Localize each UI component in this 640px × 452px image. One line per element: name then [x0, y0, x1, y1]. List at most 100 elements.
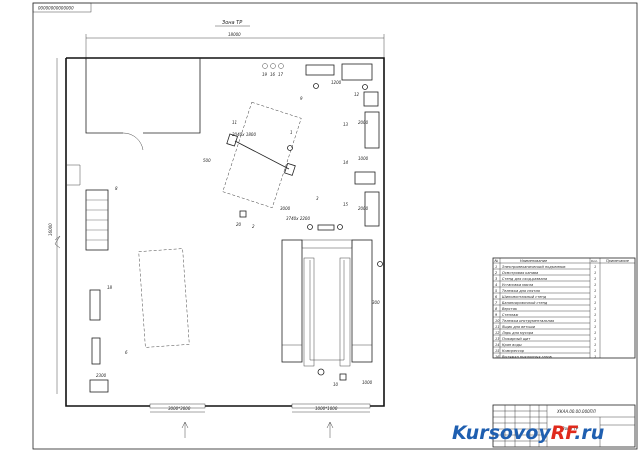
drain-marker — [317, 368, 325, 376]
table-cell-name: Балансировочный стенд — [502, 301, 548, 305]
table-cell-qty: 1 — [594, 307, 596, 311]
table-header-note: Примечание — [606, 259, 629, 263]
table-cell-name: Стеллаж — [502, 313, 519, 317]
equipment-table — [492, 257, 636, 359]
top-left-stamp-box — [32, 2, 92, 13]
table-header-num: № — [494, 259, 499, 263]
lift-post-right — [284, 162, 296, 176]
dim-2000b: 2000 — [358, 206, 369, 211]
staircase-steps — [86, 199, 108, 241]
title-code: ХКАА.00.00.000ПЛ — [556, 409, 596, 414]
table-cell-qty: 1 — [594, 343, 596, 347]
dim-3000: 3000 — [280, 206, 291, 211]
table-cell-name: Тележка для снятия — [502, 289, 540, 293]
fixture-c — [278, 63, 284, 69]
dim-1000b: 1000 — [362, 380, 373, 385]
label-19: 19 — [262, 72, 268, 77]
table-cell-qty: 1 — [594, 283, 596, 287]
table-cell-qty: 1 — [594, 301, 596, 305]
table-cell-qty: 1 — [594, 265, 596, 269]
sheet-frame — [32, 2, 638, 450]
watermark-part3: .ru — [574, 422, 605, 444]
table-cell-num: 4 — [495, 283, 497, 287]
label-12: 12 — [354, 92, 360, 97]
dim-height-break — [54, 235, 61, 249]
gate-left — [149, 403, 206, 409]
table-cell-num: 3 — [495, 277, 497, 281]
table-cell-num: 6 — [495, 295, 498, 299]
dim-300: 300 — [372, 300, 380, 305]
table-cell-qty: 1 — [594, 319, 596, 323]
door-swing — [122, 132, 144, 151]
label-9: 9 — [300, 96, 303, 101]
label-8: 8 — [115, 186, 118, 191]
label-16: 16 — [270, 72, 276, 77]
dim-500: 500 — [203, 158, 211, 163]
label-18: 18 — [107, 285, 113, 290]
workbench-18 — [89, 289, 101, 321]
outer-wall-right — [66, 57, 385, 407]
table-cell-name: Ларь для мусора — [501, 331, 533, 335]
label-2: 2 — [252, 224, 255, 229]
table-cell-num: 1 — [495, 265, 497, 269]
table-cell-name: Кран воды — [502, 343, 522, 347]
fire-box — [339, 373, 347, 381]
gate-arrowhead-left — [181, 421, 189, 429]
table-cell-num: 12 — [495, 331, 500, 335]
label-1: 1 — [290, 130, 293, 135]
table-cell-num: 14 — [495, 343, 499, 347]
table-cell-name: Компрессор — [502, 349, 525, 353]
inspection-pit — [281, 239, 373, 367]
label-6: 6 — [125, 350, 128, 355]
zone-title: Зона ТР — [222, 20, 242, 26]
dim-gate-left-text: 3000*3000 — [168, 406, 191, 411]
top-left-stamp: 00000000000000 — [38, 6, 74, 11]
title-name: Зона ТР — [562, 426, 579, 431]
table-cell-num: 11 — [495, 325, 499, 329]
label-15: 15 — [343, 202, 349, 207]
label-14: 14 — [343, 160, 349, 165]
table-cell-name: Стенд для сход-развала — [502, 277, 547, 281]
table-cell-qty: 1 — [594, 349, 596, 353]
table-cell-name: Электромеханический подъемник — [501, 265, 567, 269]
table-cell-num: 10 — [495, 319, 500, 323]
bench-15 — [364, 191, 380, 227]
lift-assembly — [222, 101, 302, 209]
lift-car-outline — [222, 101, 302, 209]
gate-arrowhead-right — [326, 421, 334, 429]
gate-right — [291, 403, 371, 409]
table-cell-qty: 1 — [594, 337, 596, 341]
dim-1200: 1200 — [331, 80, 342, 85]
label-10: 10 — [333, 382, 339, 387]
table-cell-num: 8 — [495, 307, 498, 311]
dim-gate-right-text: 1000*1000 — [315, 406, 338, 411]
lift-post-left — [226, 133, 239, 147]
alignment-right-wheel — [337, 224, 343, 230]
table-cell-qty: 1 — [594, 277, 596, 281]
car-outline — [138, 248, 190, 348]
dim-height-text: 16000 — [48, 223, 53, 236]
tool-cart — [363, 91, 379, 107]
table-cell-name: Установка масла — [502, 283, 533, 287]
watermark-logo: KursovoyRF.ru — [452, 422, 638, 450]
alignment-left-wheel — [307, 224, 313, 230]
top-cabinet — [341, 63, 373, 81]
table-cell-qty: 1 — [594, 355, 596, 359]
label-20: 20 — [236, 222, 242, 227]
table-cell-num: 15 — [495, 349, 500, 353]
watermark-part2: RF — [550, 422, 575, 444]
label-11: 11 — [232, 120, 237, 125]
wall-niche — [66, 164, 81, 186]
watermark-part1: Kursovoy — [452, 422, 551, 444]
title-block — [492, 404, 636, 448]
fixture-a — [262, 63, 268, 69]
table-cell-qty: 1 — [594, 313, 596, 317]
lift-beam — [234, 140, 290, 170]
dim-2040: 2040x 1800 — [232, 132, 256, 137]
table-cell-name: Пожарный щит — [502, 337, 531, 341]
table-cell-qty: 1 — [594, 331, 596, 335]
pillar-marker — [287, 145, 293, 151]
label-13: 13 — [343, 122, 349, 127]
